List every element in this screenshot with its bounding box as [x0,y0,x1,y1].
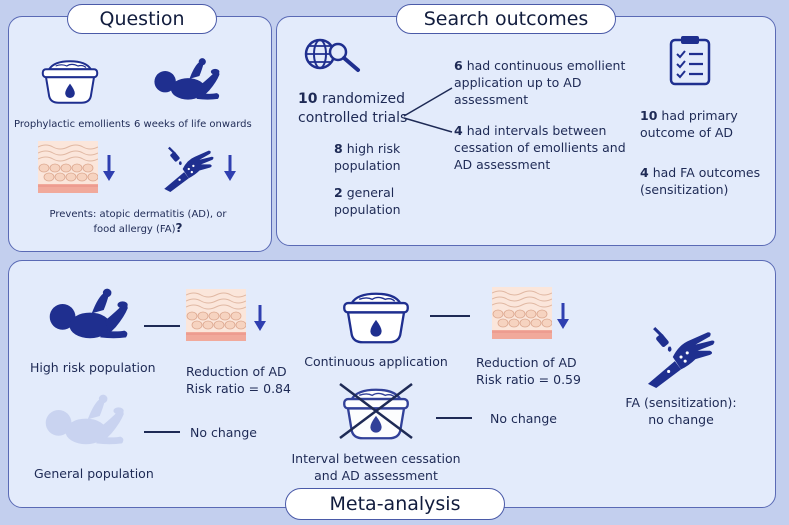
high-risk-line2: population [334,158,401,173]
primary-line2: outcome of AD [640,125,734,140]
skin-layer-icon [186,289,246,341]
high-risk-count: 8 high risk [334,141,401,156]
connector-line [430,315,470,317]
clipboard-checklist-icon [669,36,711,86]
continuous-line2: application up to AD [454,75,582,90]
fa-result-line2: no change [648,412,714,427]
down-arrow-icon [254,305,266,333]
interval-label-line1: Interval between cessation [291,451,461,466]
emollients-label: Prophylactic emollients [14,119,131,130]
connector-line [144,431,180,433]
down-arrow-icon [557,303,569,331]
baby-icon [152,56,224,106]
trials-line2: controlled trials [298,110,408,126]
baby-icon [44,286,136,346]
globe-search-icon [304,38,360,72]
allergy-arm-icon [642,326,718,388]
trials-line1: 10 randomized [298,91,405,107]
fa-line2: (sensitization) [640,182,729,197]
search-title: Search outcomes [396,4,616,34]
cross-icon [339,383,413,439]
emollient-jar-icon [38,58,102,106]
emollient-jar-icon [338,290,414,346]
fa-count: 4 had FA outcomes [640,165,761,180]
high-risk-result-line1: Reduction of AD [186,364,287,379]
interval-label-line2: and AD assessment [314,468,438,483]
continuous-label: Continuous application [304,354,448,369]
connector-line [436,417,472,419]
primary-count: 10 had primary [640,108,738,123]
general-line2: population [334,202,401,217]
continuous-result-line1: Reduction of AD [476,355,577,370]
general-result: No change [190,425,257,440]
continuous-line3: assessment [454,92,529,107]
prevents-line2: food allergy (FA)? [93,221,183,236]
down-arrow-icon [103,155,115,183]
baby-icon [40,392,132,452]
interval-line3: AD assessment [454,157,551,172]
prevents-line1: Prevents: atopic dermatitis (AD), or [49,209,227,220]
age-label: 6 weeks of life onwards [134,119,252,130]
continuous-result-line2: Risk ratio = 0.59 [476,372,581,387]
meta-title: Meta-analysis [285,488,505,520]
high-risk-label: High risk population [30,360,156,375]
down-arrow-icon [224,155,236,183]
general-label: General population [34,466,154,481]
general-count: 2 general [334,185,395,200]
skin-layer-icon [492,287,552,339]
interval-result: No change [490,411,557,426]
question-title: Question [67,4,217,34]
connector-lines [403,87,453,133]
connector-line [144,325,180,327]
skin-layer-icon [38,141,98,193]
continuous-count: 6 had continuous emollient [454,58,626,73]
question-panel [8,16,272,252]
high-risk-result-line2: Risk ratio = 0.84 [186,381,291,396]
interval-count: 4 had intervals between [454,123,607,138]
fa-result-line1: FA (sensitization): [625,395,737,410]
allergy-arm-icon [160,146,216,192]
interval-line2: cessation of emollients and [454,140,626,155]
